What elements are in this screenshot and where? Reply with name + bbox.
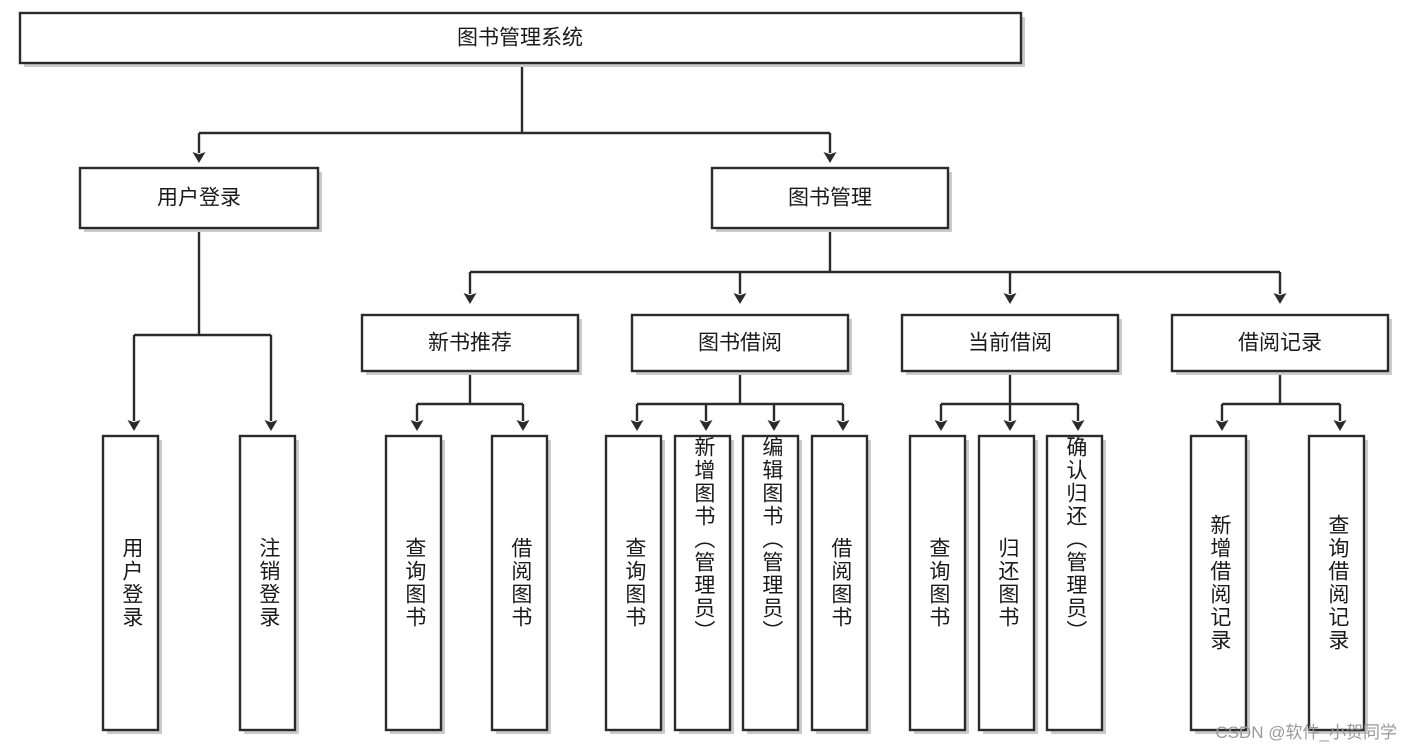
node-new-book-recommend[interactable]: 新书推荐	[360, 313, 582, 375]
node-current-borrow-label: 当前借阅	[968, 332, 1052, 355]
node-root-system[interactable]: 图书管理系统	[18, 11, 1025, 67]
connector-group-borrow-records	[1215, 375, 1347, 431]
leaf-node-1[interactable]	[238, 434, 299, 734]
connector-group-root	[192, 67, 837, 163]
node-book-borrow[interactable]: 图书借阅	[630, 313, 852, 375]
leaf-node-7[interactable]	[810, 434, 871, 734]
node-user-login-label: 用户登录	[157, 187, 241, 210]
leaf-node-11[interactable]	[1189, 434, 1250, 734]
leaf-node-4[interactable]	[604, 434, 665, 734]
node-book-management-label: 图书管理	[788, 187, 872, 210]
node-book-borrow-label: 图书借阅	[698, 332, 782, 355]
leaf-node-12[interactable]	[1307, 434, 1368, 734]
connector-group-book-borrow	[630, 375, 850, 431]
connector-group-current-borrow	[934, 375, 1085, 431]
node-borrow-records-label: 借阅记录	[1238, 332, 1322, 355]
watermark-text: CSDN @软件_小贺同学	[1215, 723, 1397, 742]
node-root-label: 图书管理系统	[457, 27, 583, 50]
leaf-node-10[interactable]	[1045, 434, 1106, 734]
node-borrow-records[interactable]: 借阅记录	[1170, 313, 1392, 375]
leaf-node-6[interactable]	[741, 434, 802, 734]
leaf-node-5[interactable]	[673, 434, 734, 734]
leaf-node-3[interactable]	[490, 434, 551, 734]
leaf-node-2[interactable]	[384, 434, 445, 734]
leaf-node-0[interactable]	[101, 434, 162, 734]
node-new-book-recommend-label: 新书推荐	[428, 332, 512, 355]
connector-group-book-management	[463, 232, 1287, 304]
node-current-borrow[interactable]: 当前借阅	[900, 313, 1122, 375]
leaf-node-9[interactable]	[977, 434, 1038, 734]
connector-group-user-login	[127, 232, 278, 431]
node-user-login[interactable]: 用户登录	[78, 166, 322, 232]
node-book-management[interactable]: 图书管理	[710, 166, 952, 232]
leaf-node-8[interactable]	[908, 434, 969, 734]
connector-group-new-book-recommend	[410, 375, 530, 431]
